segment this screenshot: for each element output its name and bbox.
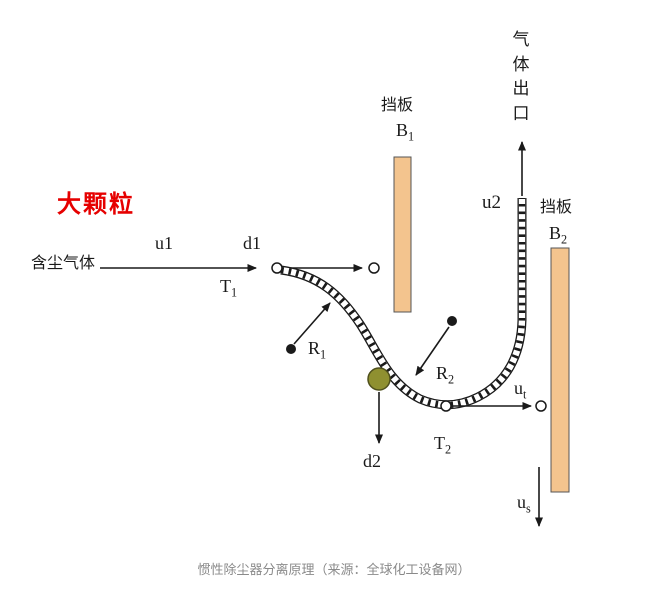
label-dusty-gas: 含尘气体 xyxy=(31,255,96,272)
label-t2: T2 xyxy=(434,433,452,457)
label-r1: R1 xyxy=(308,338,327,362)
node-d1-circle xyxy=(368,262,380,274)
node-t1-circle xyxy=(271,262,283,274)
label-gas-outlet: 气体出口 xyxy=(512,30,530,123)
label-us: us xyxy=(517,492,531,516)
label-b1: B1 xyxy=(396,120,415,144)
node-ut-circle xyxy=(535,400,547,412)
baffle-plate-b1 xyxy=(393,156,412,313)
r2-center-dot xyxy=(447,316,457,326)
label-u1: u1 xyxy=(155,233,173,253)
r2-radius-arrow xyxy=(415,326,450,376)
baffle-plate-b2 xyxy=(550,247,570,493)
label-baffle1: 挡板 xyxy=(381,97,414,114)
label-t1: T1 xyxy=(220,276,238,300)
label-r2: R2 xyxy=(436,363,455,387)
label-u2: u2 xyxy=(482,192,501,213)
node-t2-circle xyxy=(440,400,452,412)
label-big-particle: 大颗粒 xyxy=(57,191,135,218)
large-particle-dot xyxy=(367,367,391,391)
label-baffle2: 挡板 xyxy=(540,199,573,216)
label-b2: B2 xyxy=(549,223,568,247)
r1-center-dot xyxy=(286,344,296,354)
label-d2: d2 xyxy=(363,451,381,471)
r1-radius-arrow xyxy=(293,302,331,345)
gas-stream-ribbon xyxy=(280,198,527,410)
label-ut: ut xyxy=(514,378,527,402)
caption: 惯性除尘器分离原理（来源：全球化工设备网） xyxy=(197,562,471,577)
label-d1: d1 xyxy=(243,233,261,253)
